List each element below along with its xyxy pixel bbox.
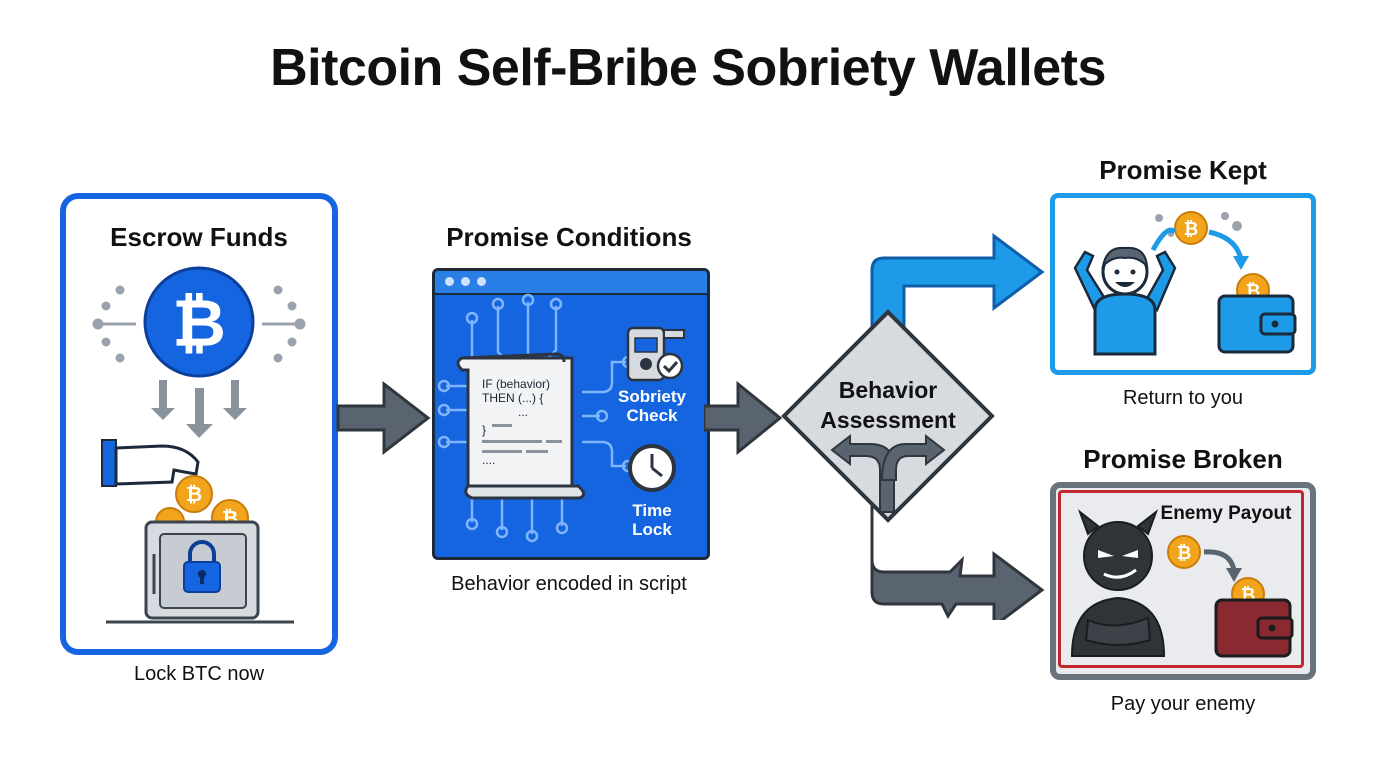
window-titlebar	[435, 271, 707, 295]
arrow-right-icon	[704, 380, 783, 456]
sobriety-label-2: Check	[626, 406, 678, 425]
timelock-label-2: Lock	[632, 520, 672, 539]
timelock-label-1: Time	[632, 501, 671, 520]
svg-text:₿: ₿	[186, 484, 202, 506]
kept-heading: Promise Kept	[1099, 155, 1267, 185]
code-line-4: }	[482, 423, 486, 437]
escrow-caption: Lock BTC now	[133, 663, 265, 685]
hand-icon	[101, 439, 200, 487]
wallet-icon: ₿	[1214, 577, 1294, 658]
arrow-right-icon	[336, 380, 431, 456]
network-lines-icon	[92, 285, 306, 363]
code-line-5: ....	[482, 453, 495, 467]
coin-icon: ₿	[1167, 535, 1201, 569]
script-scroll-icon: IF (behavior) THEN (...) { ... } ....	[456, 352, 585, 500]
page-title: Bitcoin Self-Bribe Sobriety Wallets	[270, 39, 1106, 97]
enemy-payout-label: Enemy Payout	[1160, 503, 1292, 524]
devil-icon	[1070, 509, 1166, 657]
sobriety-label-1: Sobriety	[618, 387, 687, 406]
svg-text:₿: ₿	[1184, 219, 1199, 239]
promise-broken-arrow	[870, 500, 1045, 620]
assessment-label-1: Behavior	[839, 377, 937, 403]
decision-diamond	[781, 309, 995, 523]
broken-caption: Pay your enemy	[1110, 693, 1256, 715]
broken-inner-panel	[1058, 490, 1304, 668]
safe-icon	[106, 520, 294, 624]
kept-caption: Return to you	[1122, 387, 1244, 409]
conditions-heading: Promise Conditions	[446, 222, 692, 252]
wallet-icon: ₿	[1217, 273, 1297, 354]
assessment-label-2: Assessment	[820, 407, 956, 433]
code-line-3: ...	[518, 405, 528, 419]
svg-text:₿: ₿	[1177, 543, 1192, 563]
kept-illustration: ₿ ₿	[1073, 211, 1297, 356]
code-line-1: IF (behavior)	[482, 377, 550, 391]
code-line-2: THEN (...) {	[482, 391, 543, 405]
conditions-illustration: IF (behavior) THEN (...) { ... } .... So…	[437, 293, 687, 543]
promise-kept-arrow	[870, 233, 1045, 342]
escrow-heading: Escrow Funds	[110, 222, 288, 252]
bitcoin-icon: ₿	[143, 266, 255, 378]
broken-heading: Promise Broken	[1083, 444, 1283, 474]
fork-arrows-icon	[830, 433, 946, 513]
down-arrows-icon	[151, 380, 247, 438]
coin-icon: ₿	[1174, 211, 1208, 245]
svg-text:₿: ₿	[172, 286, 226, 360]
escrow-illustration: ₿ ₿ ₿	[92, 266, 306, 624]
happy-person-icon	[1073, 246, 1177, 356]
conditions-caption: Behavior encoded in script	[451, 573, 687, 595]
branch-arrows: Behavior Assessment	[781, 233, 1045, 620]
clock-icon	[628, 444, 676, 492]
breathalyzer-icon	[626, 326, 685, 382]
broken-illustration: ₿ ₿	[1070, 509, 1294, 658]
